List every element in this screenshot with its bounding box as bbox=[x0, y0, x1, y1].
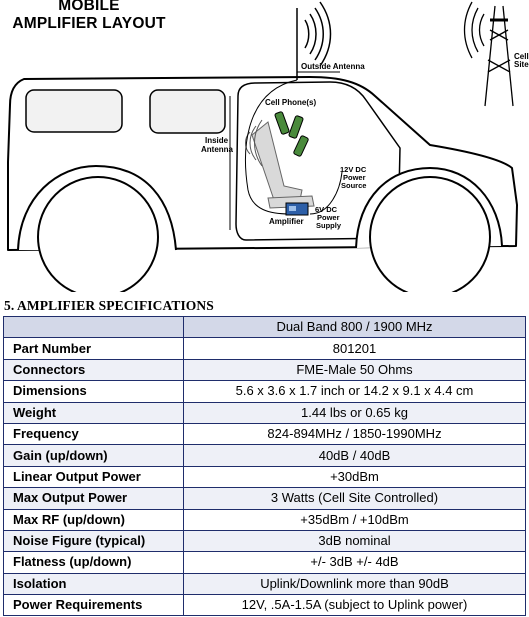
spec-key: Frequency bbox=[3, 422, 184, 446]
spec-value: 3 Watts (Cell Site Controlled) bbox=[183, 487, 526, 510]
spec-key: Dimensions bbox=[3, 380, 184, 403]
spec-value: 1.44 lbs or 0.65 kg bbox=[183, 401, 526, 424]
table-row: Power Requirements 12V, .5A-1.5A (subjec… bbox=[3, 594, 526, 617]
spec-value: 3dB nominal bbox=[183, 529, 526, 553]
spec-key: Linear Output Power bbox=[3, 465, 184, 489]
outside-antenna-label: Outside Antenna bbox=[301, 62, 365, 71]
antenna-icon bbox=[296, 1, 340, 80]
spec-key: Max Output Power bbox=[3, 487, 184, 510]
table-row: Flatness (up/down) +/- 3dB +/- 4dB bbox=[3, 551, 526, 574]
spec-key: Connectors bbox=[3, 358, 184, 382]
table-header-row: Dual Band 800 / 1900 MHz bbox=[3, 315, 526, 339]
table-row: Gain (up/down) 40dB / 40dB bbox=[3, 444, 526, 467]
power-6v-label-line1: 6V DC bbox=[315, 205, 338, 214]
spec-value: 40dB / 40dB bbox=[183, 444, 526, 467]
spec-value: +/- 3dB +/- 4dB bbox=[183, 551, 526, 574]
spec-key: Power Requirements bbox=[3, 594, 184, 617]
spec-key: Weight bbox=[3, 401, 184, 424]
table-row: Max Output Power 3 Watts (Cell Site Cont… bbox=[3, 487, 526, 510]
table-row: Weight 1.44 lbs or 0.65 kg bbox=[3, 401, 526, 424]
cell-phones-label: Cell Phone(s) bbox=[265, 98, 316, 107]
spec-value: FME-Male 50 Ohms bbox=[183, 358, 526, 382]
specifications-table: Dual Band 800 / 1900 MHz Part Number 801… bbox=[3, 315, 526, 617]
power-12v-label-line2: Power bbox=[343, 173, 366, 182]
diagram-title-line1: MOBILE bbox=[58, 0, 120, 14]
amplifier-layout-diagram: Outside Antenna Cell Site Cell Phone(s) … bbox=[7, 1, 529, 292]
table-row: Part Number 801201 bbox=[3, 337, 526, 360]
power-6v-label-line2: Power bbox=[317, 213, 340, 222]
vehicle-icon bbox=[7, 76, 518, 292]
spec-key: Noise Figure (typical) bbox=[3, 529, 184, 553]
table-row: Linear Output Power +30dBm bbox=[3, 465, 526, 489]
diagram-title-line2: AMPLIFIER LAYOUT bbox=[12, 15, 166, 32]
inside-antenna-label-line2: Antenna bbox=[201, 145, 234, 154]
cell-site-label-line2: Site bbox=[514, 60, 529, 69]
spec-value: 12V, .5A-1.5A (subject to Uplink power) bbox=[183, 594, 526, 617]
cell-phone-icon bbox=[274, 111, 309, 157]
power-12v-label-line3: Source bbox=[341, 181, 366, 190]
spec-value: +30dBm bbox=[183, 465, 526, 489]
table-row: Max RF (up/down) +35dBm / +10dBm bbox=[3, 508, 526, 531]
spec-value: 801201 bbox=[183, 337, 526, 360]
spec-value: 5.6 x 3.6 x 1.7 inch or 14.2 x 9.1 x 4.4… bbox=[183, 380, 526, 403]
cell-site-label-line1: Cell bbox=[514, 52, 529, 61]
spec-key: Part Number bbox=[3, 337, 184, 360]
power-12v-label-line1: 12V DC bbox=[340, 165, 367, 174]
spec-value: +35dBm / +10dBm bbox=[183, 508, 526, 531]
table-row: Dimensions 5.6 x 3.6 x 1.7 inch or 14.2 … bbox=[3, 380, 526, 403]
spec-value: 824-894MHz / 1850-1990MHz bbox=[183, 422, 526, 446]
table-row: Frequency 824-894MHz / 1850-1990MHz bbox=[3, 422, 526, 446]
spec-key: Gain (up/down) bbox=[3, 444, 184, 467]
cell-tower-icon bbox=[463, 1, 514, 107]
amplifier-label: Amplifier bbox=[269, 217, 304, 226]
table-row: Noise Figure (typical) 3dB nominal bbox=[3, 529, 526, 553]
inside-antenna-label-line1: Inside bbox=[205, 136, 229, 145]
amplifier-icon bbox=[285, 202, 309, 216]
spec-value: Uplink/Downlink more than 90dB bbox=[183, 572, 526, 596]
spec-key: Isolation bbox=[3, 572, 184, 596]
table-header-value: Dual Band 800 / 1900 MHz bbox=[183, 315, 526, 339]
diagram-title: MOBILE AMPLIFIER LAYOUT bbox=[0, 0, 178, 33]
power-6v-label-line3: Supply bbox=[316, 221, 342, 230]
spec-key: Max RF (up/down) bbox=[3, 508, 184, 531]
table-header-empty-cell bbox=[3, 315, 184, 339]
table-row: Connectors FME-Male 50 Ohms bbox=[3, 358, 526, 382]
table-row: Isolation Uplink/Downlink more than 90dB bbox=[3, 572, 526, 596]
section-heading: 5. AMPLIFIER SPECIFICATIONS bbox=[4, 298, 214, 313]
spec-key: Flatness (up/down) bbox=[3, 551, 184, 574]
